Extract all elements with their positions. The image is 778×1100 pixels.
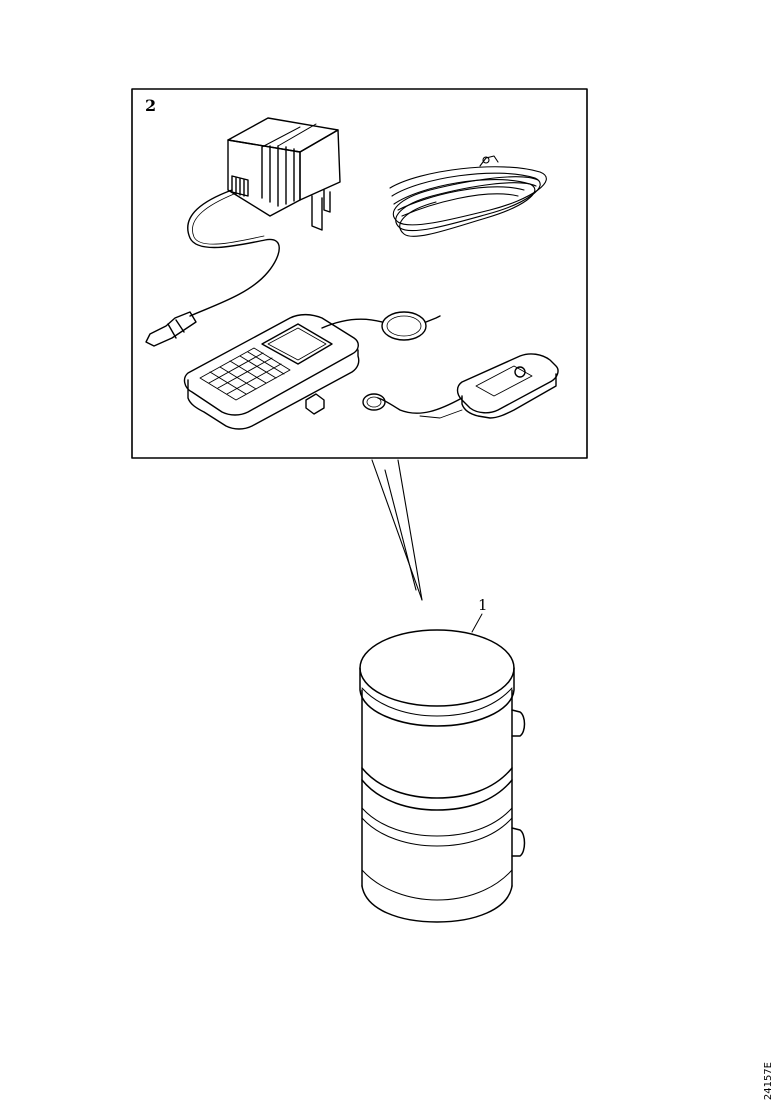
cylindrical-vessel-icon [359, 613, 526, 923]
sensor-module-icon [362, 353, 559, 419]
coiled-cable-icon [389, 155, 547, 237]
callout-leader-lines [371, 459, 423, 601]
detail-frame [131, 88, 588, 459]
control-unit-icon [183, 311, 441, 430]
callout-label-kit: 2 [145, 96, 157, 115]
callout-label-vessel: 1 [478, 596, 488, 614]
power-adapter-icon [145, 117, 341, 347]
figure-code: 24157E [763, 1062, 774, 1100]
